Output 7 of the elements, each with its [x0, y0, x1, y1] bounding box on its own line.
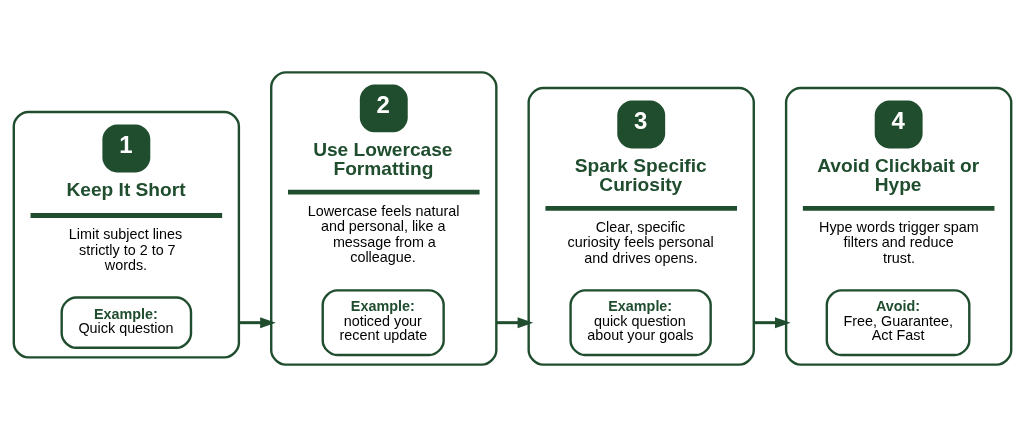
node-box: Avoid: Free, Guarantee, Act Fast	[825, 289, 970, 357]
arrow	[238, 317, 276, 329]
arrow	[753, 317, 791, 329]
node-box: Example: quick question about your goals	[568, 289, 712, 357]
arrow	[495, 317, 533, 329]
node-box: Example: Quick question	[60, 296, 192, 349]
node-box: Example: noticed your recent update	[321, 289, 445, 357]
